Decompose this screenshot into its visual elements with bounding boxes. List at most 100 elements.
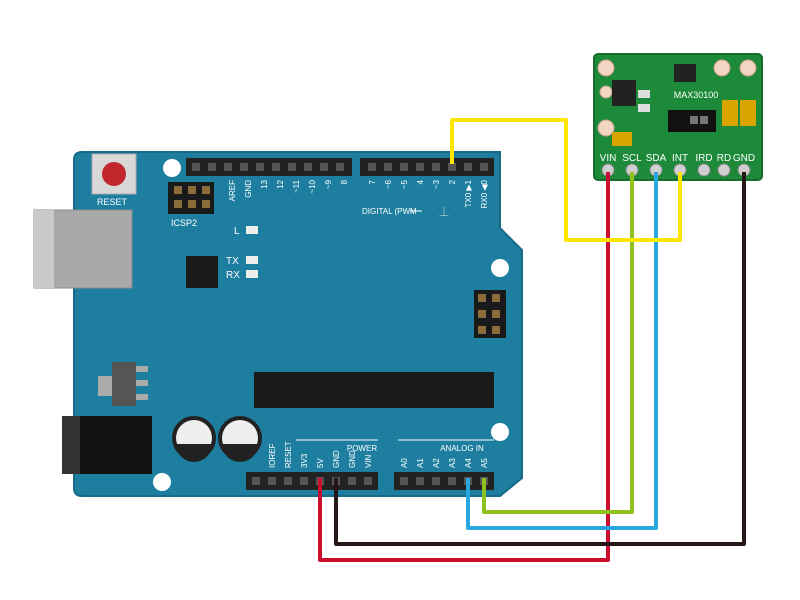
reset-button-cap[interactable] <box>102 162 126 186</box>
led-rx <box>246 270 258 278</box>
header-socket <box>300 477 308 485</box>
icsp2-label: ICSP2 <box>171 218 197 228</box>
analog-header <box>394 472 494 490</box>
mounting-hole <box>491 259 509 277</box>
header-socket <box>368 163 376 171</box>
sensor-name-label: MAX30100 <box>674 90 719 100</box>
mounting-hole <box>153 473 171 491</box>
header-socket <box>432 163 440 171</box>
mounting-hole <box>597 59 615 77</box>
digital-pin-label: 7 <box>368 179 377 184</box>
header-socket <box>304 163 312 171</box>
header-socket <box>268 477 276 485</box>
analog-label: ANALOG IN <box>440 444 484 453</box>
led-tx <box>246 256 258 264</box>
digital-header-label: DIGITAL (PWM~ <box>362 207 422 216</box>
header-socket <box>416 477 424 485</box>
sensor-pin-label: SCL <box>622 153 642 164</box>
capacitor <box>218 416 262 462</box>
sensor-pin-label: INT <box>672 153 688 164</box>
analog-pin-label: A5 <box>480 458 489 468</box>
sensor-pin-pad <box>717 163 731 177</box>
wire-a4-to-sda <box>466 172 658 530</box>
digital-pin-label: TX0 ▶1 <box>464 179 473 207</box>
tantalum-capacitor <box>740 100 756 126</box>
digital-pin-label: ~11 <box>292 179 301 193</box>
led-l <box>246 226 258 234</box>
power-pin-label: VIN <box>364 454 373 468</box>
voltage-regulator <box>112 362 136 406</box>
sensor-pin-label: SDA <box>646 153 667 164</box>
digital-pin-label: AREF <box>228 180 237 201</box>
header-socket <box>320 163 328 171</box>
mounting-hole <box>597 119 615 137</box>
digital-header-left <box>186 158 352 176</box>
header-socket <box>284 477 292 485</box>
digital-pin-label: 4 <box>416 179 425 184</box>
led-l-label: L <box>234 226 240 237</box>
digital-pin-label: ~10 <box>308 179 317 193</box>
header-socket <box>192 163 200 171</box>
power-pin-label: RESET <box>284 441 293 468</box>
sensor-pin-label: RD <box>717 153 731 164</box>
header-socket <box>224 163 232 171</box>
microcontroller-chip <box>254 372 494 408</box>
led-tx-label: TX <box>226 256 239 267</box>
header-socket <box>240 163 248 171</box>
digital-pin-label: RX0 ◀0 <box>480 179 489 208</box>
led-rx-label: RX <box>226 270 240 281</box>
header-socket <box>400 477 408 485</box>
power-pin-label: 5V <box>316 458 325 468</box>
wire-gnd-to-gnd <box>334 172 746 546</box>
digital-pin-label: ~6 <box>384 179 393 189</box>
digital-pin-label: ~9 <box>324 179 333 189</box>
digital-header-right <box>360 158 494 176</box>
sensor-pin-label: GND <box>733 153 755 164</box>
header-socket <box>364 477 372 485</box>
header-socket <box>336 163 344 171</box>
digital-pin-label: 2 <box>448 179 457 184</box>
reset-label: RESET <box>97 197 128 207</box>
header-socket <box>272 163 280 171</box>
analog-pin-label: A0 <box>400 458 409 468</box>
power-pin-label: GND <box>348 450 357 468</box>
regulator-chip <box>612 80 636 106</box>
header-socket <box>256 163 264 171</box>
power-label: POWER <box>347 444 377 453</box>
digital-pin-label: GND <box>244 180 253 198</box>
sensor-pin-label: IRD <box>695 153 712 164</box>
sensor-pin-pad <box>697 163 711 177</box>
header-socket <box>432 477 440 485</box>
header-socket <box>400 163 408 171</box>
analog-pin-label: A4 <box>464 458 473 468</box>
digital-pin-label: 8 <box>340 179 349 184</box>
wire-d2-to-int <box>450 118 682 242</box>
digital-pin-label: ~3 <box>432 179 441 189</box>
power-pin-label: IOREF <box>268 443 277 468</box>
header-socket <box>252 477 260 485</box>
sensor-pin-label: VIN <box>600 153 617 164</box>
header-socket <box>448 163 456 171</box>
header-socket <box>348 477 356 485</box>
power-pin-label: 3V3 <box>300 453 309 468</box>
header-socket <box>480 163 488 171</box>
tantalum-capacitor <box>612 132 632 146</box>
digital-pin-label: ~5 <box>400 179 409 189</box>
analog-pin-label: A3 <box>448 458 457 468</box>
analog-pin-label: A1 <box>416 458 425 468</box>
analog-pin-label: A2 <box>432 458 441 468</box>
capacitor <box>172 416 216 462</box>
mounting-hole <box>713 59 731 77</box>
tantalum-capacitor <box>722 100 738 126</box>
transistor-chip <box>674 64 696 82</box>
header-socket <box>448 477 456 485</box>
mounting-hole <box>491 423 509 441</box>
mounting-hole <box>739 59 757 77</box>
header-socket <box>288 163 296 171</box>
usb-chip <box>186 256 218 288</box>
power-header <box>246 472 378 490</box>
header-socket <box>384 163 392 171</box>
